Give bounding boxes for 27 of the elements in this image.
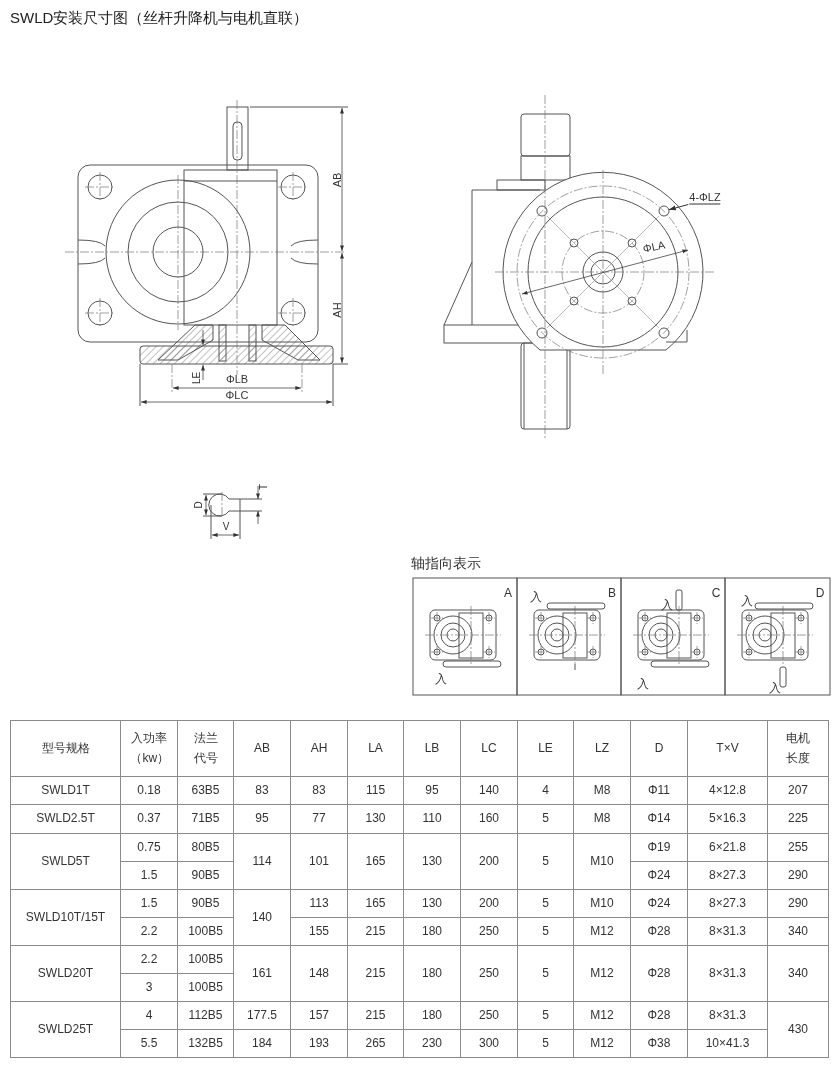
dimension-label: ΦLA xyxy=(642,239,666,255)
table-cell: SWLD25T xyxy=(10,1001,121,1058)
input-label: 入 xyxy=(637,678,649,690)
section-heading: 轴指向表示 xyxy=(411,556,481,570)
dimension-label: ΦLC xyxy=(225,389,249,401)
title: SWLD安装尺寸图（丝杆升降机与电机直联） xyxy=(10,10,309,25)
dimension-label: T xyxy=(259,483,269,491)
input-label: 入 xyxy=(661,599,673,611)
callout-label: 4-ΦLZ xyxy=(689,191,721,205)
input-label: 入 xyxy=(741,595,753,607)
header-cell: 电机长度 xyxy=(767,720,829,777)
view-letter: C xyxy=(711,587,721,599)
dimension-label: ΦLB xyxy=(225,373,249,385)
header-cell: 型号规格 xyxy=(10,720,121,777)
table-cell: 430 xyxy=(767,1001,829,1058)
view-letter: D xyxy=(815,587,825,599)
view-letter: B xyxy=(608,587,616,599)
view-letter: A xyxy=(504,587,512,599)
dimension-label: D xyxy=(194,501,204,509)
dimension-label: AB xyxy=(331,172,343,188)
dimension-label: AH xyxy=(331,302,343,318)
input-label: 入 xyxy=(769,682,781,694)
mounting-hole xyxy=(658,205,670,217)
dimension-label: LE xyxy=(192,371,202,385)
input-label: 入 xyxy=(435,673,447,685)
dimension-label: V xyxy=(222,522,230,532)
input-label: 入 xyxy=(530,591,542,603)
